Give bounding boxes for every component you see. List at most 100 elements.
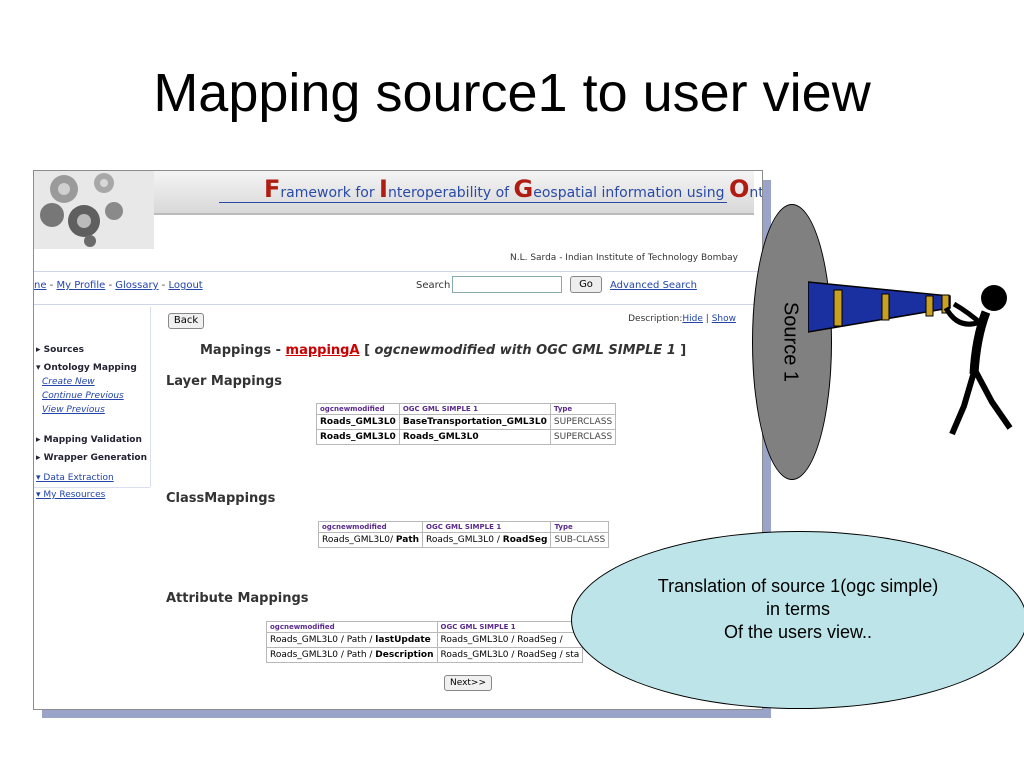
hide-link[interactable]: Hide (682, 314, 703, 324)
institute-credit: N.L. Sarda - Indian Institute of Technol… (510, 253, 738, 263)
back-button[interactable]: Back (168, 313, 204, 329)
table-cell: Roads_GML3L0 / RoadSeg / (436, 632, 584, 648)
mapping-close-bracket: ] (675, 343, 687, 358)
sidebar-item-sources[interactable]: ▸ Sources (36, 345, 84, 355)
class-mappings-table: ogcnewmodified OGC GML SIMPLE 1 Type Roa… (317, 521, 610, 548)
triangle-down-icon: ▾ (36, 363, 41, 373)
table-cell: Roads_GML3L0 (398, 429, 551, 445)
mapping-prefix: Mappings - (200, 343, 286, 358)
table-cell: Roads_GML3L0 / RoadSeg / sta (436, 647, 584, 663)
triangle-right-icon: ▸ (36, 453, 41, 463)
table-header: OGC GML SIMPLE 1 (398, 403, 551, 415)
table-cell: Roads_GML3L0 / RoadSeg (422, 532, 552, 548)
sidebar-item-wrapper-generation[interactable]: ▸ Wrapper Generation (36, 453, 147, 463)
table-cell: Roads_GML3L0 / Path / lastUpdate (266, 632, 438, 648)
banner-word: nteroperability of (387, 185, 514, 201)
source-callout (752, 204, 832, 480)
gears-logo-icon (34, 171, 154, 249)
translation-line: Of the users view.. (723, 622, 873, 642)
nav-glossary-link[interactable]: Glossary (115, 280, 159, 291)
table-row: Roads_GML3L0 / Path / lastUpdate Roads_G… (266, 632, 584, 648)
banner-letter-o: O (729, 175, 750, 203)
cell-text: Roads_GML3L0 / Path / (270, 635, 376, 645)
search-label: Search (416, 280, 451, 291)
nav-logout-link[interactable]: Logout (168, 280, 203, 291)
nav-bar: ne - My Profile - Glossary - Logout Sear… (34, 271, 762, 305)
banner-letter-f: F (264, 175, 281, 203)
table-header: ogcnewmodified (316, 403, 400, 415)
cell-text-bold: RoadSeg (502, 535, 548, 545)
sidebar-item-ontology-mapping[interactable]: ▾ Ontology Mapping (36, 363, 137, 373)
table-cell: BaseTransportation_GML3L0 (398, 414, 551, 430)
create-new-link[interactable]: Create New (42, 377, 95, 387)
sidebar-item-label: Mapping Validation (43, 435, 142, 445)
nav-separator: - (105, 280, 116, 291)
mapping-with: with (495, 343, 537, 358)
mapping-heading: Mappings - mappingA [ ogcnewmodified wit… (200, 343, 686, 358)
show-link[interactable]: Show (711, 314, 736, 324)
cell-text-bold: lastUpdate (375, 635, 431, 645)
description-toggle: Description:Hide | Show (628, 314, 736, 324)
table-header: Type (549, 403, 617, 415)
layer-mappings-table: ogcnewmodified OGC GML SIMPLE 1 Type Roa… (316, 403, 617, 445)
table-header: OGC GML SIMPLE 1 (436, 621, 584, 633)
sidebar-item-data-extraction[interactable]: ▾ Data Extraction (36, 473, 114, 483)
slide-title: Mapping source1 to user view (153, 63, 871, 123)
table-row: Roads_GML3L0 Roads_GML3L0 SUPERCLASS (316, 429, 617, 445)
triangle-right-icon: ▸ (36, 435, 41, 445)
class-mappings-title: ClassMappings (166, 491, 276, 506)
table-header: ogcnewmodified (317, 521, 424, 533)
search-input[interactable] (452, 276, 562, 293)
banner-word: eospatial information using (533, 185, 729, 201)
sidebar-item-label: My Resources (43, 490, 106, 500)
table-cell: Roads_GML3L0 (316, 429, 400, 445)
triangle-right-icon: ▸ (36, 345, 41, 355)
sidebar-item-label: Sources (43, 345, 84, 355)
banner-word: ntologies (749, 185, 763, 201)
app-screenshot: Framework for Interoperability of Geospa… (33, 170, 763, 710)
banner-underline (219, 202, 727, 203)
layer-mappings-title: Layer Mappings (166, 374, 282, 389)
sidebar-divider (34, 487, 150, 488)
table-cell: SUPERCLASS (549, 414, 617, 430)
table-cell: SUB-CLASS (550, 532, 610, 548)
sidebar-item-label: Ontology Mapping (43, 363, 137, 373)
table-header-row: ogcnewmodified OGC GML SIMPLE 1 Type (316, 403, 617, 415)
attribute-mappings-table: ogcnewmodified OGC GML SIMPLE 1 Roads_GM… (266, 621, 584, 663)
nav-my-profile-link[interactable]: My Profile (56, 280, 106, 291)
mapping-open-bracket: [ (359, 343, 375, 358)
mapping-target: OGC GML SIMPLE 1 (536, 343, 676, 358)
attribute-mappings-title: Attribute Mappings (166, 591, 309, 606)
source-callout-label: Source 1 (779, 301, 802, 383)
sidebar-item-label: Wrapper Generation (43, 453, 148, 463)
advanced-search-link[interactable]: Advanced Search (610, 280, 697, 291)
triangle-down-icon: ▾ (36, 473, 41, 483)
sidebar-item-mapping-validation[interactable]: ▸ Mapping Validation (36, 435, 142, 445)
next-button[interactable]: Next>> (444, 675, 492, 691)
cell-text: Roads_GML3L0 / Path / (270, 650, 376, 660)
banner-letter-g: G (513, 175, 534, 203)
cell-text-bold: Description (375, 650, 434, 660)
mapping-name-link[interactable]: mappingA (285, 343, 360, 358)
nav-separator: - (158, 280, 169, 291)
nav-separator: - (46, 280, 57, 291)
triangle-down-icon: ▾ (36, 490, 41, 500)
search-go-button[interactable]: Go (570, 276, 602, 293)
nav-links: ne - My Profile - Glossary - Logout (34, 280, 203, 291)
translation-callout-text: Translation of source 1(ogc simple) in t… (591, 575, 1005, 644)
view-previous-link[interactable]: View Previous (42, 405, 105, 415)
sidebar-item-my-resources[interactable]: ▾ My Resources (36, 490, 105, 500)
telescope-figure-icon (808, 281, 1013, 436)
sidebar-border (150, 307, 151, 487)
cell-text: Roads_GML3L0 / (426, 535, 503, 545)
table-cell: Roads_GML3L0 (316, 414, 400, 430)
table-header-row: ogcnewmodified OGC GML SIMPLE 1 Type (317, 521, 610, 533)
cell-text-bold: Path (395, 535, 420, 545)
nav-home-link[interactable]: ne (34, 280, 47, 291)
continue-previous-link[interactable]: Continue Previous (42, 391, 124, 401)
table-cell: SUPERCLASS (549, 429, 617, 445)
table-header: ogcnewmodified (266, 621, 438, 633)
mapping-source: ogcnewmodified (374, 343, 496, 358)
table-header: Type (550, 521, 610, 533)
table-cell: Roads_GML3L0/ Path (317, 532, 424, 548)
